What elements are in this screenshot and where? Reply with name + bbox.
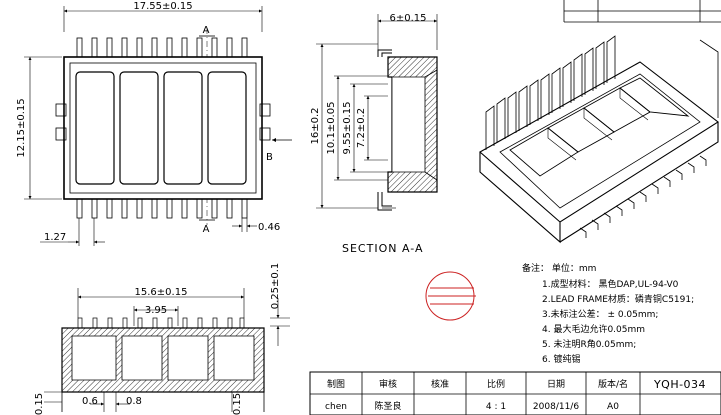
- tb-header-version: 版本/名: [598, 378, 628, 390]
- section-dim-9-55: 9.55±0.15: [342, 102, 353, 155]
- tb-header-checked: 审核: [379, 378, 397, 390]
- iso-leads-top: [485, 35, 616, 150]
- section-dim-10-1: 10.1±0.05: [326, 102, 337, 155]
- section-title: SECTION A-A: [342, 242, 424, 255]
- bottom-height-dim: 0.25±0.1: [270, 263, 281, 310]
- note-5: 5. 未注明R角0.05mm;: [542, 338, 636, 350]
- tb-header-drawn: 制图: [327, 378, 345, 390]
- iso-leads-bottom: [579, 155, 707, 238]
- pitch-dim: 1.27: [44, 232, 66, 243]
- note-1: 1.成型材料： 黑色DAP,UL-94-V0: [542, 278, 679, 290]
- bottom-inner-dim: 3.95: [145, 305, 167, 316]
- title-block: [309, 371, 721, 415]
- tb-value-checked: 陈圣良: [374, 400, 401, 412]
- tb-value-version: A0: [607, 402, 619, 412]
- top-width-dim: 17.55±0.15: [133, 1, 192, 12]
- note-6: 6. 镀纯锡: [542, 353, 580, 365]
- section-mark-top: A: [203, 25, 210, 36]
- section-view: [316, 14, 438, 211]
- bottom-right-edge-dim: 0.15: [232, 393, 243, 415]
- tb-header-approved: 核准: [431, 378, 449, 390]
- section-dim-16: 16±0.2: [310, 107, 321, 144]
- bottom-left-dim: 0.6: [82, 396, 98, 407]
- view-b-label: B: [266, 152, 273, 163]
- tb-value-scale: 4 : 1: [486, 402, 506, 412]
- bottom-view: [44, 288, 290, 412]
- lead-width-dim: 0.46: [258, 222, 280, 233]
- top-height-dim: 12.15±0.15: [16, 98, 27, 157]
- isometric-view: [479, 35, 719, 244]
- revision-table-partial: [563, 0, 721, 23]
- bottom-width-dim: 15.6±0.15: [135, 287, 188, 298]
- note-2: 2.LEAD FRAME材质：磷青铜C5191;: [542, 293, 694, 305]
- bottom-left-edge-dim: 0.15: [34, 393, 45, 415]
- section-mark-bottom: A: [203, 224, 210, 235]
- tb-value-drawn: chen: [325, 402, 347, 412]
- note-3: 3.未标注公差： ± 0.05mm;: [542, 308, 658, 320]
- top-view: [24, 6, 292, 246]
- bottom-pitch-dim: 0.8: [126, 396, 142, 407]
- drawing-number: YQH-034: [653, 378, 706, 391]
- notes-header: 备注： 单位：mm: [522, 262, 596, 274]
- bottom-view-pins: [77, 317, 245, 329]
- section-dim-7-2: 7.2±0.2: [356, 108, 367, 148]
- note-4: 4. 最大毛边允许0.05mm: [542, 323, 645, 335]
- tb-header-date: 日期: [547, 379, 565, 390]
- tb-value-date: 2008/11/6: [533, 402, 579, 412]
- section-width-dim: 6±0.15: [389, 13, 426, 24]
- projection-symbol: [425, 271, 476, 321]
- tb-header-scale: 比例: [487, 378, 505, 390]
